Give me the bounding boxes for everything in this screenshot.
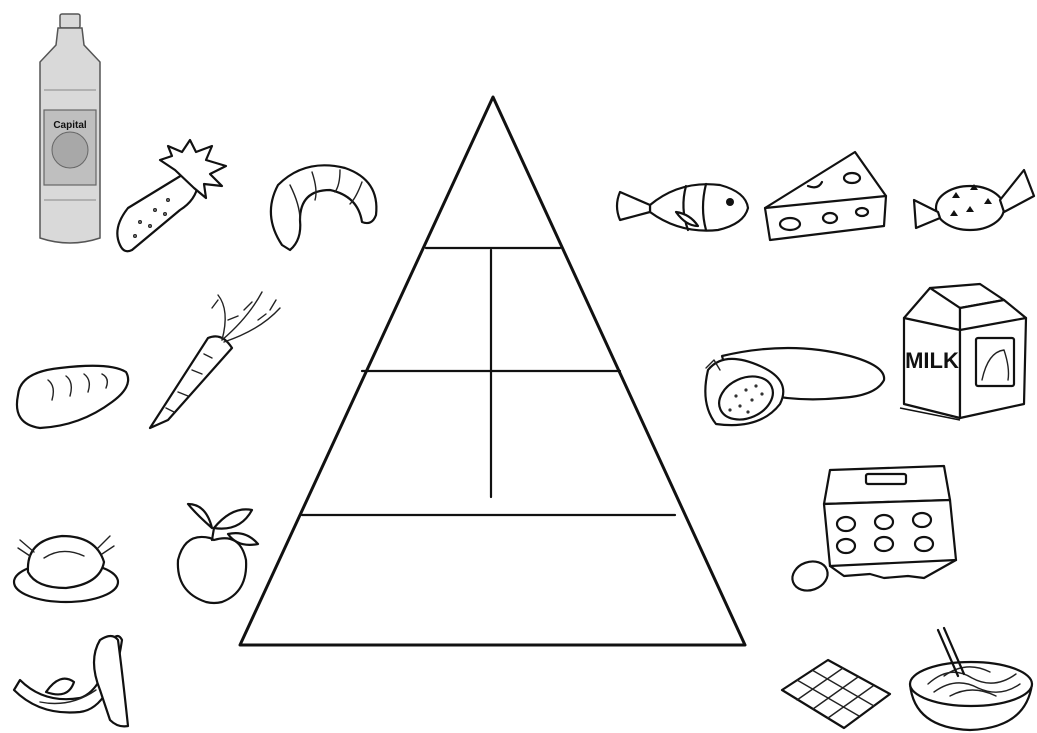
oil-bottle[interactable]: Capital (40, 14, 100, 243)
bread-loaf[interactable] (17, 366, 128, 428)
oil-bottle-label: Capital (53, 120, 87, 131)
pasta-bowl[interactable] (910, 628, 1032, 730)
chocolate-bar[interactable] (782, 660, 890, 728)
carrot[interactable] (150, 292, 280, 428)
candy[interactable] (914, 170, 1034, 230)
croissant[interactable] (271, 165, 377, 250)
milk-carton[interactable]: MILK (900, 284, 1026, 420)
banana[interactable] (14, 636, 128, 726)
fish[interactable] (617, 184, 748, 231)
egg-carton[interactable] (788, 466, 956, 595)
salami[interactable] (705, 348, 884, 428)
milk-carton-label: MILK (905, 348, 959, 373)
cucumber[interactable] (117, 140, 226, 251)
apple[interactable] (178, 504, 258, 603)
roast-chicken[interactable] (14, 536, 118, 602)
cheese[interactable] (765, 152, 886, 240)
